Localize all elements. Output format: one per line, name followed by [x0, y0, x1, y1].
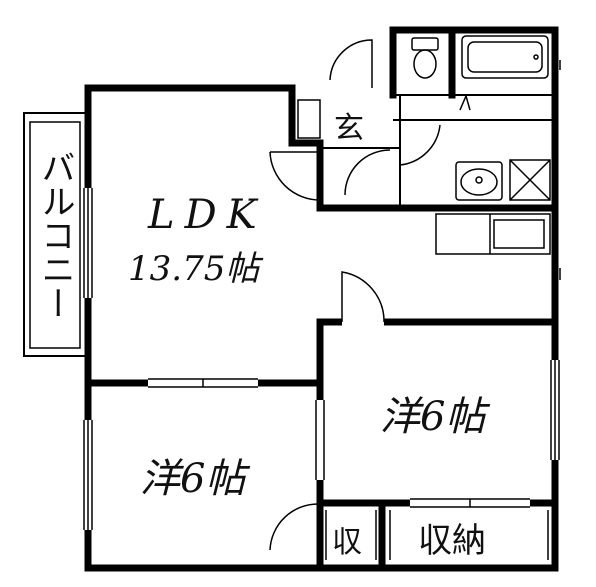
fixtures [297, 35, 551, 255]
ldk-title: LDK [147, 192, 267, 238]
washbasin-icon [455, 161, 503, 201]
storage-large-label: 収納 [418, 521, 486, 561]
toilet-icon [411, 37, 439, 79]
kitchen-counter-icon [435, 213, 551, 255]
thin-walls [320, 94, 555, 208]
ldk-area: 13.75帖 [128, 249, 264, 289]
balcony-label: バルコニー [35, 150, 75, 320]
storage-small-label: 収 [332, 525, 362, 560]
entrance-label: 玄 [334, 111, 364, 146]
room-left-label: 洋6帖 [140, 456, 250, 502]
room-right-label: 洋6帖 [380, 394, 490, 440]
bathtub-icon [461, 35, 549, 79]
doors [269, 39, 549, 560]
windows [83, 60, 561, 530]
washing-machine-icon [509, 159, 551, 201]
